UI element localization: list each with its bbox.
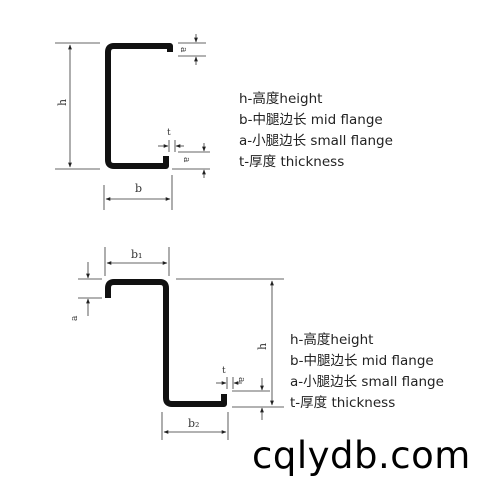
c-section-profile — [105, 43, 173, 169]
c-b-label: b — [135, 182, 142, 195]
c-t-label: t — [167, 128, 171, 138]
c-h-label: h — [56, 99, 69, 106]
z-t-label: t — [222, 366, 226, 376]
legend-thickness: t-厚度 thickness — [239, 154, 345, 170]
z-b1-label: b₁ — [131, 248, 142, 261]
z-b2-label: b₂ — [188, 417, 199, 430]
z-a-right-label: a — [236, 377, 246, 383]
c-a-bottom-label: a — [181, 157, 191, 163]
z-a-left-label: a — [70, 315, 80, 321]
c-a-top-label: a — [178, 47, 188, 53]
legend-height: h-高度height — [290, 332, 374, 348]
z-section: b₁ a h b₂ a t — [70, 247, 284, 440]
legend-thickness: t-厚度 thickness — [290, 395, 396, 411]
c-section: h b a a t — [55, 34, 210, 210]
legend-mid-flange: b-中腿边长 mid flange — [290, 353, 434, 369]
legend-small-flange: a-小腿边长 small flange — [239, 133, 393, 149]
z-h-label: h — [256, 343, 269, 350]
legend-height: h-高度height — [239, 91, 323, 107]
legend-small-flange: a-小腿边长 small flange — [290, 374, 444, 390]
c-section-legend: h-高度height b-中腿边长 mid flange a-小腿边长 smal… — [239, 91, 393, 177]
z-section-legend: h-高度height b-中腿边长 mid flange a-小腿边长 smal… — [290, 332, 444, 418]
watermark-text: cqlydb.com — [252, 434, 471, 477]
z-section-profile — [105, 279, 227, 407]
legend-mid-flange: b-中腿边长 mid flange — [239, 112, 383, 128]
